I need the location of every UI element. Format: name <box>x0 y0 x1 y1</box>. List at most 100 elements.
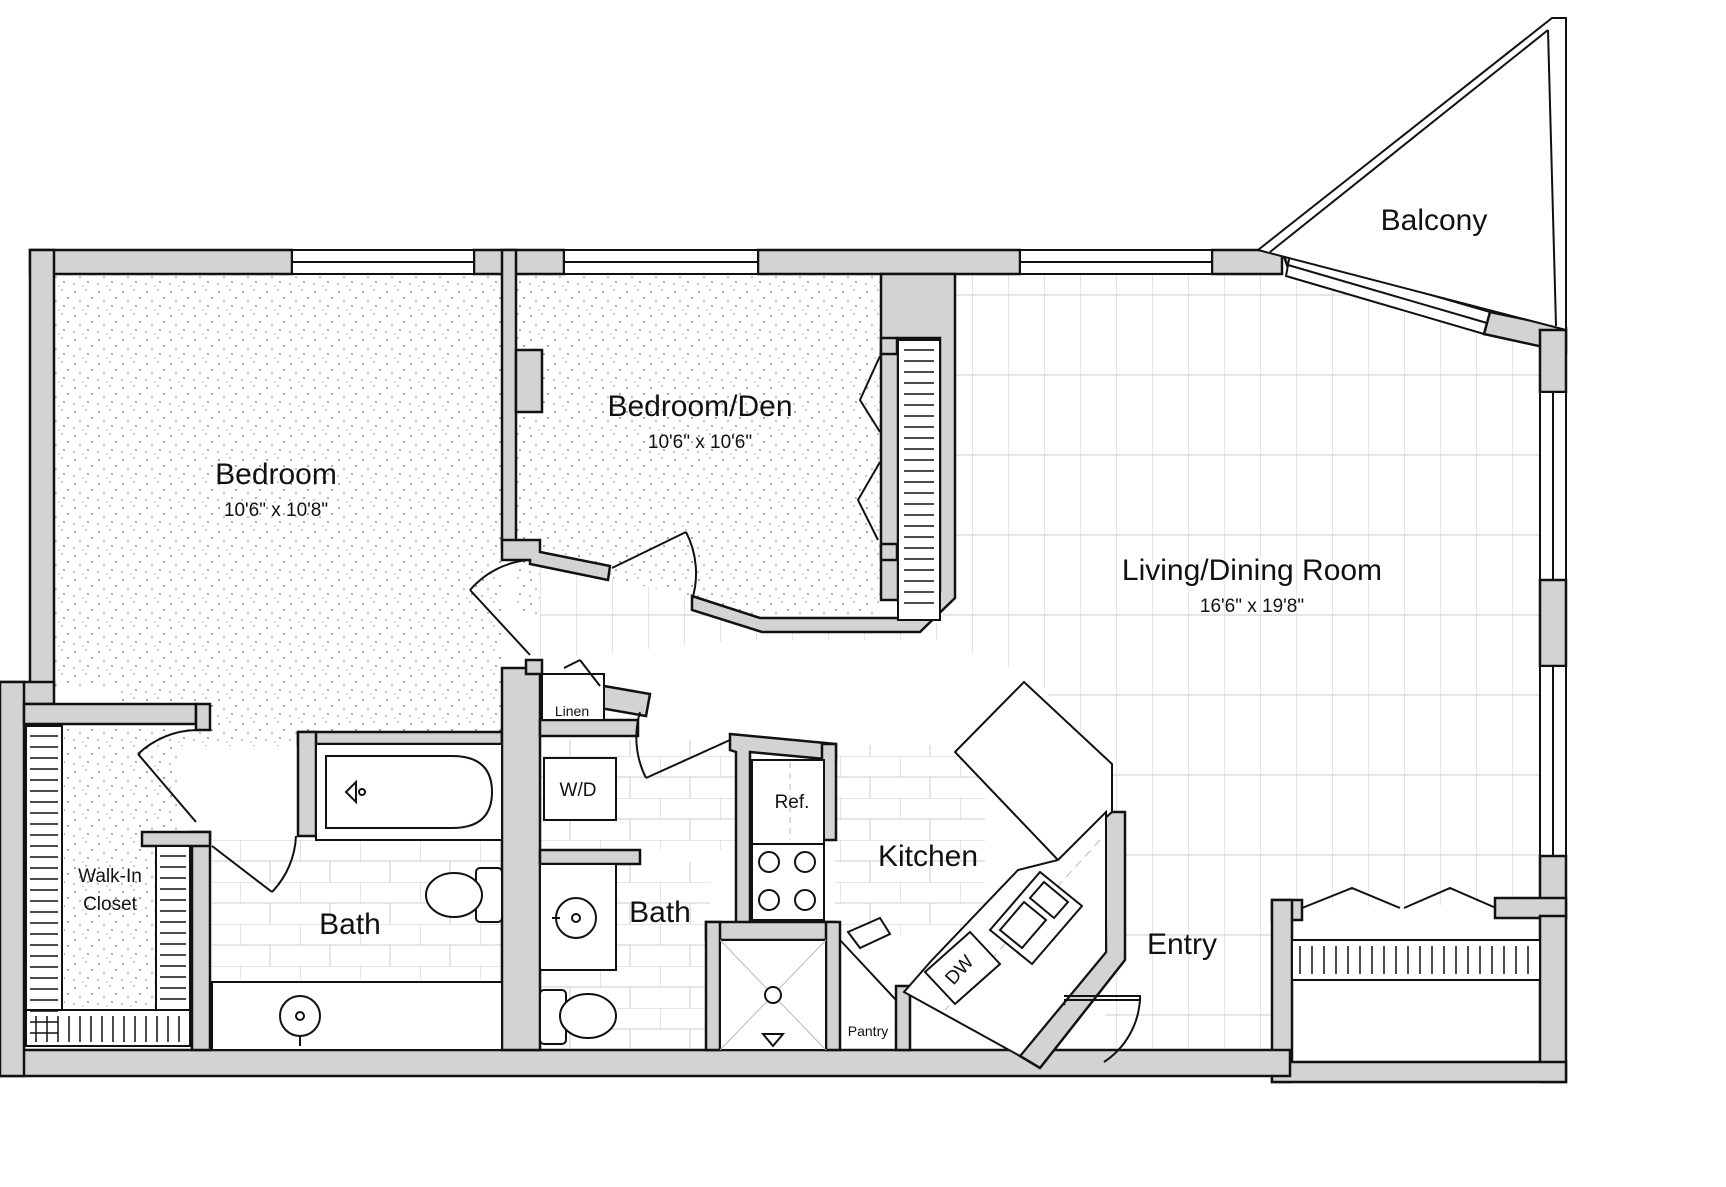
wall-shower-right <box>824 920 842 1052</box>
kitchen-peninsula <box>953 680 1113 862</box>
walkin-line2: Closet <box>83 894 138 915</box>
closet-shelving <box>25 339 1541 1047</box>
washer-dryer <box>543 757 617 821</box>
bath1-fixtures <box>211 743 503 1051</box>
wall-bath2-top <box>538 848 642 866</box>
shelf-ticks <box>30 349 1529 1042</box>
balcony-inner-edge <box>1269 29 1549 253</box>
wall-bath1-top <box>296 730 504 746</box>
shower <box>719 939 827 1051</box>
wall-den-closet-post1 <box>879 336 899 356</box>
wall-shower-top <box>704 920 838 942</box>
linen-name: Linen <box>555 703 589 719</box>
bedroom-name: Bedroom <box>215 458 337 491</box>
vanity1 <box>211 981 503 1051</box>
wall-right-2 <box>1538 578 1568 668</box>
wall-den-closet-post2 <box>879 542 899 562</box>
kitchen-floor <box>835 745 985 935</box>
door-den <box>611 531 697 601</box>
wall-walkin-ledge <box>140 830 212 848</box>
walkin-shelf-bottom <box>25 1009 191 1047</box>
wall-linen-right <box>598 684 652 718</box>
window-living <box>1019 249 1213 275</box>
doors <box>137 355 1497 1063</box>
entry-closet-shelf <box>1291 939 1541 981</box>
wall-bed-den <box>500 248 518 548</box>
labels: Bedroom 10'6" x 10'8" Bedroom/Den 10'6" … <box>78 204 1487 1039</box>
wall-walkin-right <box>190 830 212 1052</box>
entry-name: Entry <box>1147 928 1217 961</box>
tub-faucet-icon <box>344 779 357 805</box>
wall-bottom-right <box>1270 1060 1568 1084</box>
ref-label: Ref. <box>775 792 810 813</box>
balcony-inner-right <box>1547 29 1557 327</box>
bath2-fixtures <box>539 863 827 1051</box>
balcony <box>1255 17 1567 332</box>
window-right-1 <box>1539 391 1567 581</box>
kitchen-sink <box>988 870 1084 966</box>
wall-walkin-post <box>194 702 212 732</box>
walkin-shelf-right <box>155 845 191 1011</box>
linen-closet <box>541 673 605 721</box>
bedroom-dims: 10'6" x 10'8" <box>224 500 328 521</box>
walls <box>0 247 1568 1084</box>
window-right-2 <box>1539 665 1567 857</box>
pantry <box>839 939 897 1050</box>
balcony-outline <box>1255 17 1567 332</box>
wall-linen-bottom <box>538 718 640 738</box>
wd-label: W/D <box>560 780 597 801</box>
entry-closet-doors <box>1301 886 1497 909</box>
bath2-name: Bath <box>629 896 691 929</box>
wall-walkin-top <box>22 702 198 726</box>
bedroom-floor <box>54 272 502 686</box>
dishwasher <box>923 930 1002 1006</box>
wall-den-bottom-left <box>500 538 612 582</box>
burner-icon <box>758 889 780 911</box>
wall-shower-left <box>704 920 722 1052</box>
door-walkin <box>137 729 197 823</box>
wall-top-mid1 <box>472 248 566 276</box>
wall-linen-left <box>524 658 544 676</box>
window-den <box>563 249 759 275</box>
wall-bath1-right <box>500 666 542 1052</box>
den-closet-shelf <box>897 339 941 621</box>
wall-left-upper <box>28 248 56 688</box>
den-dims: 10'6" x 10'6" <box>648 432 752 453</box>
den-closet-doors <box>856 355 881 541</box>
wall-left-lower <box>0 680 26 1078</box>
balcony-name: Balcony <box>1381 204 1488 237</box>
kitchen-name: Kitchen <box>878 840 978 873</box>
shower-head-icon <box>760 1033 786 1048</box>
living-name: Living/Dining Room <box>1122 554 1382 587</box>
wall-right-1 <box>1538 328 1568 394</box>
door-bath1 <box>211 835 297 893</box>
kitchen-island <box>902 680 1113 1058</box>
sink2 <box>552 897 597 939</box>
door-bath2 <box>635 711 731 779</box>
sink1 <box>279 995 321 1046</box>
door-entry <box>1064 995 1141 1063</box>
door-pantry <box>846 916 892 950</box>
wall-entry-right <box>1538 914 1568 1084</box>
wall-den-bump <box>514 348 544 414</box>
wall-top-mid2 <box>756 248 1022 276</box>
walkin-line1: Walk-In <box>78 866 142 887</box>
burner-icon <box>794 851 816 873</box>
floor-finishes <box>54 272 1540 1048</box>
tub-drain-icon <box>358 788 366 796</box>
pantry-name: Pantry <box>848 1023 888 1039</box>
living-dims: 16'6" x 19'8" <box>1200 596 1304 617</box>
living-floor <box>540 272 1540 1048</box>
window-bedroom <box>291 249 475 275</box>
bath1-name: Bath <box>319 908 381 941</box>
door-bedroom <box>469 559 531 656</box>
bathtub-basin <box>325 755 494 829</box>
shower-drain-icon <box>764 986 782 1004</box>
toilet1 <box>425 867 503 923</box>
appliances <box>543 757 825 921</box>
wall-pantry-right <box>894 984 912 1052</box>
window-balcony-line <box>1287 264 1488 324</box>
den-name: Bedroom/Den <box>607 390 792 423</box>
burner-icon <box>794 889 816 911</box>
